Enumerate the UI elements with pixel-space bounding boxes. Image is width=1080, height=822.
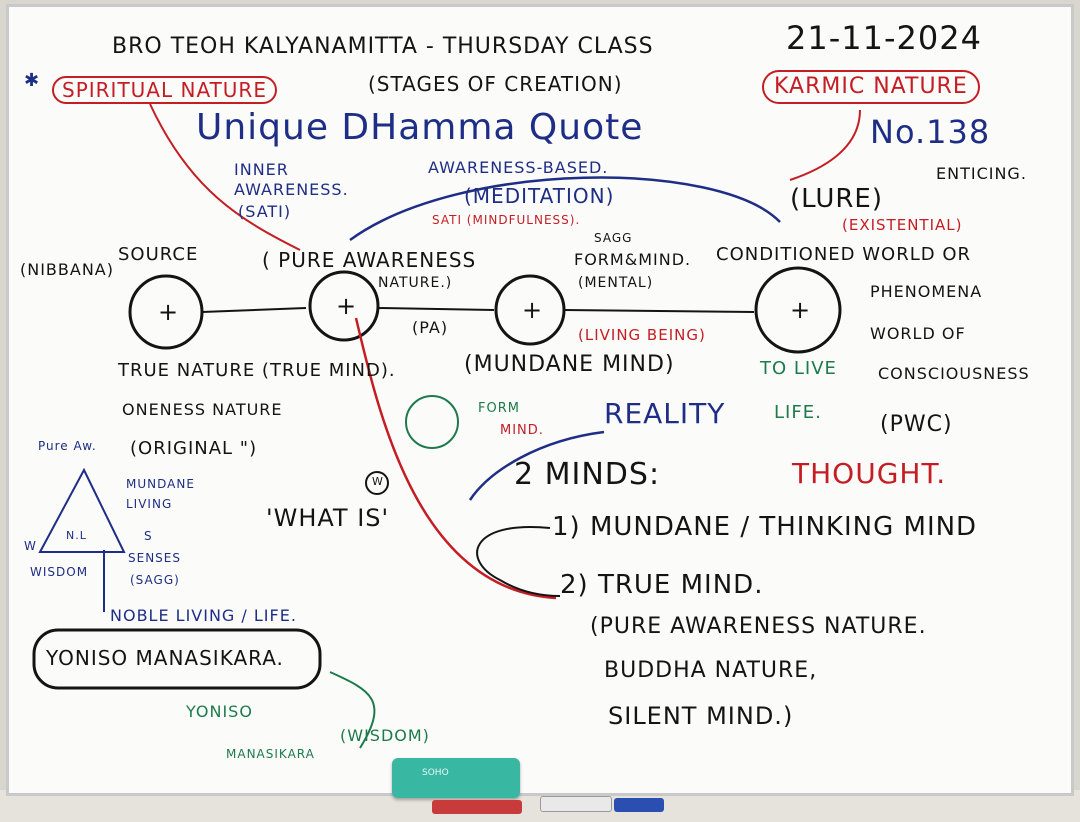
karmic-nature-label: KARMIC NATURE [762, 70, 980, 104]
true-mind-curve [354, 317, 557, 600]
tri-s: S [144, 529, 153, 543]
tri-pure-aw: Pure Aw. [38, 439, 97, 453]
pa-label: (PA) [412, 318, 449, 337]
w-circle-label: W [372, 475, 383, 488]
tri-nl: N.L [66, 529, 87, 542]
header-date: 21-11-2024 [786, 19, 982, 57]
oneness-label: ONENESS NATURE [122, 400, 283, 419]
sati-label: (SATI) [238, 202, 292, 221]
reality-arrow [468, 430, 605, 501]
source-label: SOURCE [118, 244, 199, 265]
sati-mindfulness: SATI (MINDFULNESS). [432, 213, 581, 227]
lure-label: (LURE) [790, 184, 884, 214]
tri-senses: SENSES [128, 551, 181, 565]
whiteboard [6, 4, 1074, 796]
blue-marker[interactable] [614, 798, 664, 812]
triangle [38, 467, 126, 553]
two-minds-desc1: (PURE AWARENESS NATURE. [590, 614, 927, 639]
eraser[interactable]: SOHO [392, 758, 520, 798]
form-label: FORM [478, 401, 520, 416]
eraser-label: SOHO [422, 768, 449, 778]
awareness-based: AWARENESS-BASED. [428, 158, 609, 177]
karmic-arrow [789, 109, 861, 181]
tri-mundane: MUNDANE [126, 477, 195, 491]
w-circle [365, 471, 389, 495]
white-marker[interactable] [540, 796, 612, 812]
pwc-label: (PWC) [880, 412, 953, 437]
arrow-fm-cond [563, 309, 755, 313]
meditation-label: (MEDITATION) [464, 184, 615, 208]
mind-label: MIND. [500, 423, 544, 438]
inner-awareness-1: INNER [234, 160, 289, 179]
pa-plus: + [336, 292, 357, 320]
spiritual-arrow [149, 103, 301, 251]
yoniso-box-label: YONISO MANASIKARA. [46, 646, 284, 670]
true-nature-label: TRUE NATURE (TRUE MIND). [118, 360, 396, 381]
reality-label: REALITY [604, 397, 726, 430]
wisdom-label: (WISDOM) [340, 726, 430, 745]
phenomena-1: PHENOMENA [870, 282, 983, 301]
existential-label: (EXISTENTIAL) [842, 216, 963, 234]
sagg-label: SAGG [594, 231, 633, 245]
conditioned-circle [754, 266, 842, 354]
pure-awareness-circle [308, 270, 380, 342]
quote-number: No.138 [870, 113, 991, 151]
form-mind-label: FORM&MIND. [574, 250, 692, 269]
fm-plus: + [522, 296, 543, 324]
arrow-pa-fm [377, 307, 495, 311]
two-minds-item2: 2) TRUE MIND. [560, 570, 764, 600]
form-mind-figure-circle [405, 395, 459, 449]
cond-plus: + [790, 296, 811, 324]
manasikara-label: MANASIKARA [226, 747, 315, 761]
nature-label: NATURE.) [378, 275, 453, 291]
yoniso-label: YONISO [186, 702, 253, 721]
source-plus: + [158, 298, 179, 326]
stages-label: (STAGES OF CREATION) [368, 72, 623, 96]
pure-awareness-label: ( PURE AWARENESS [262, 248, 477, 272]
mundane-mind-label: (MUNDANE MIND) [464, 352, 675, 377]
two-minds-heading: 2 MINDS: [514, 457, 661, 492]
tri-living: LIVING [126, 497, 173, 511]
original-label: (ORIGINAL ") [130, 438, 258, 459]
tri-w: W [24, 539, 37, 553]
to-live-2: LIFE. [774, 402, 822, 423]
quote-heading: Unique DHamma Quote [196, 107, 644, 148]
to-live-1: TO LIVE [760, 358, 837, 379]
red-marker[interactable] [432, 800, 522, 814]
living-being-label: (LIVING BEING) [578, 326, 706, 344]
tri-sagg: (SAGG) [130, 573, 180, 587]
meditation-arc [349, 176, 781, 242]
inner-awareness-2: AWARENESS. [234, 180, 349, 199]
phenomena-3: CONSCIOUSNESS [878, 364, 1030, 383]
tri-wisdom: WISDOM [30, 565, 89, 579]
yoniso-arrow [329, 671, 376, 749]
mental-label: (MENTAL) [578, 275, 654, 291]
nibbana-label: (NIBBANA) [20, 260, 114, 279]
arrow-source-pa [201, 307, 307, 313]
what-is-label: 'WHAT IS' [266, 504, 390, 532]
spiritual-nature-label: SPIRITUAL NATURE [52, 76, 277, 104]
star-icon: ✱ [24, 70, 41, 91]
two-minds-item1: 1) MUNDANE / THINKING MIND [552, 512, 978, 542]
conditioned-label: CONDITIONED WORLD OR [716, 244, 972, 265]
tri-noble: NOBLE LIVING / LIFE. [110, 606, 297, 625]
phenomena-2: WORLD OF [870, 324, 966, 343]
yoniso-box [32, 628, 322, 690]
header-title: BRO TEOH KALYANAMITTA - THURSDAY CLASS [112, 34, 654, 59]
enticing-label: ENTICING. [936, 164, 1027, 183]
two-minds-loop [476, 525, 561, 597]
two-minds-desc3: SILENT MIND.) [608, 702, 794, 730]
two-minds-desc2: BUDDHA NATURE, [604, 658, 818, 683]
thought-label: THOUGHT. [792, 457, 947, 490]
